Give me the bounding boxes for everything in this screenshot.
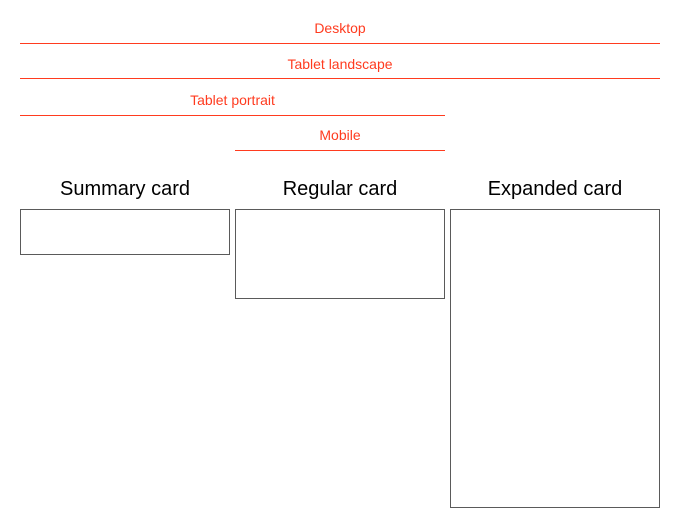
summary-card-box [20, 209, 230, 255]
regular-card-box [235, 209, 445, 299]
mobile-label: Mobile [319, 127, 361, 143]
expanded-card-title: Expanded card [487, 178, 623, 200]
tablet-landscape-width-line [20, 78, 660, 79]
tablet-landscape-label: Tablet landscape [287, 56, 393, 72]
desktop-width-line [20, 43, 660, 44]
desktop-label: Desktop [314, 20, 366, 36]
tablet-portrait-width-line [20, 115, 445, 116]
regular-card-title: Regular card [282, 178, 398, 200]
tablet-portrait-label: Tablet portrait [190, 92, 275, 108]
expanded-card-box [450, 209, 660, 508]
mobile-width-line [235, 150, 445, 151]
summary-card-title: Summary card [59, 178, 191, 200]
